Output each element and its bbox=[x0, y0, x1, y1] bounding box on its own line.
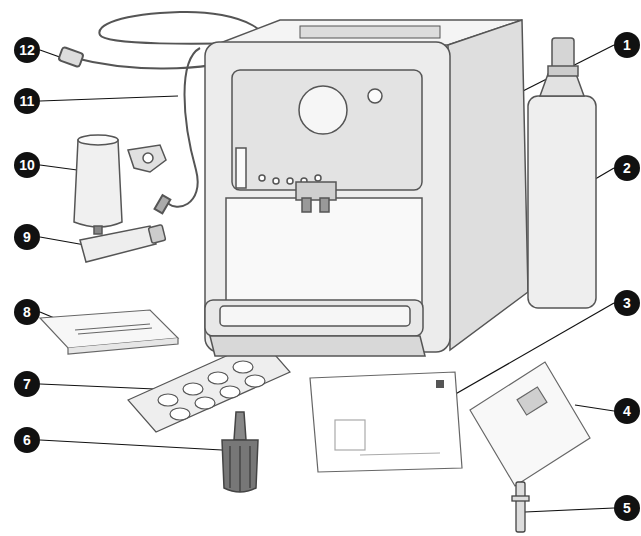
callout-text: 4 bbox=[623, 403, 631, 419]
water-hose bbox=[155, 195, 171, 213]
coffee-machine bbox=[299, 86, 347, 134]
adjustment-knob bbox=[222, 440, 258, 492]
callout-number: 2 bbox=[614, 155, 640, 181]
descaler-bottle bbox=[528, 96, 596, 308]
connector-piece bbox=[512, 496, 529, 501]
callout-number: 6 bbox=[14, 427, 40, 453]
callout-number: 10 bbox=[14, 152, 40, 178]
water-filter bbox=[74, 135, 166, 234]
coffee-machine bbox=[315, 175, 321, 181]
callout-text: 2 bbox=[623, 160, 631, 176]
manual bbox=[335, 420, 365, 450]
leader-line bbox=[525, 508, 614, 512]
water-hose bbox=[165, 48, 200, 207]
callout-text: 9 bbox=[23, 229, 31, 245]
coffee-machine bbox=[226, 198, 422, 308]
manual bbox=[436, 380, 444, 388]
test-strip-box bbox=[68, 338, 178, 354]
callout-number: 3 bbox=[614, 290, 640, 316]
coffee-machine bbox=[273, 178, 279, 184]
adjustment-knob bbox=[249, 446, 251, 488]
coffee-machine bbox=[205, 300, 423, 336]
cleaning-tablets bbox=[158, 394, 178, 406]
callout-number: 7 bbox=[14, 371, 40, 397]
callout-number: 11 bbox=[14, 88, 40, 114]
grease-tube bbox=[148, 225, 165, 244]
callout-text: 5 bbox=[623, 500, 631, 516]
adjustment-knob bbox=[239, 446, 241, 492]
adjustment-knob bbox=[229, 446, 231, 488]
callout-text: 8 bbox=[23, 304, 31, 320]
cleaning-tablets bbox=[245, 375, 265, 387]
coffee-machine bbox=[259, 175, 265, 181]
connector-piece bbox=[512, 482, 529, 532]
coffee-machine bbox=[287, 178, 293, 184]
callout-number: 9 bbox=[14, 224, 40, 250]
cleaning-tablets bbox=[183, 383, 203, 395]
callout-number: 8 bbox=[14, 299, 40, 325]
coffee-machine bbox=[205, 42, 450, 352]
coffee-machine bbox=[368, 89, 382, 103]
callout-text: 11 bbox=[20, 93, 35, 109]
cleaning-tablets bbox=[208, 372, 228, 384]
grease-tube bbox=[80, 225, 166, 262]
cleaning-tablets bbox=[220, 386, 240, 398]
callout-text: 12 bbox=[19, 42, 35, 58]
adjustment-knob bbox=[222, 412, 258, 492]
grease-tube bbox=[80, 226, 156, 262]
callout-text: 7 bbox=[23, 376, 31, 392]
callout-number: 5 bbox=[614, 495, 640, 521]
water-filter bbox=[74, 140, 122, 227]
cleaning-tablets bbox=[195, 397, 215, 409]
callout-number: 4 bbox=[614, 398, 640, 424]
callout-number: 12 bbox=[14, 37, 40, 63]
manual bbox=[310, 372, 462, 472]
leader-line bbox=[40, 237, 85, 245]
sachet bbox=[517, 387, 547, 415]
test-strip-box bbox=[78, 328, 152, 334]
sachet bbox=[470, 362, 590, 486]
manual bbox=[360, 453, 440, 455]
leader-line bbox=[575, 405, 614, 411]
water-hose bbox=[155, 48, 200, 213]
descaler-bottle bbox=[548, 66, 578, 76]
manual bbox=[310, 372, 462, 472]
sachet bbox=[470, 362, 590, 486]
coffee-machine bbox=[210, 336, 425, 356]
water-filter bbox=[128, 145, 166, 172]
coffee-machine bbox=[220, 306, 410, 326]
descaler-bottle bbox=[540, 74, 584, 96]
water-filter bbox=[78, 135, 118, 145]
connector-piece bbox=[516, 482, 525, 532]
leader-line bbox=[40, 440, 222, 450]
test-strip-box bbox=[40, 310, 178, 354]
coffee-machine bbox=[448, 20, 528, 350]
cleaning-tablets bbox=[170, 408, 190, 420]
coffee-machine bbox=[320, 198, 329, 212]
leader-line bbox=[40, 96, 178, 101]
adjustment-knob bbox=[234, 412, 246, 440]
callout-text: 6 bbox=[23, 432, 31, 448]
descaler-bottle bbox=[528, 38, 596, 308]
water-filter bbox=[94, 226, 102, 234]
coffee-machine bbox=[205, 20, 528, 356]
coffee-machine bbox=[300, 26, 440, 38]
coffee-machine bbox=[302, 198, 311, 212]
callout-text: 1 bbox=[623, 37, 631, 53]
power-cord bbox=[58, 47, 83, 68]
leader-line bbox=[40, 45, 614, 512]
cleaning-tablets bbox=[233, 361, 253, 373]
water-filter bbox=[143, 153, 153, 163]
callout-text: 3 bbox=[623, 295, 631, 311]
callout-text: 10 bbox=[19, 157, 35, 173]
coffee-machine bbox=[232, 70, 422, 190]
coffee-machine bbox=[236, 148, 246, 188]
callout-number: 1 bbox=[614, 32, 640, 58]
